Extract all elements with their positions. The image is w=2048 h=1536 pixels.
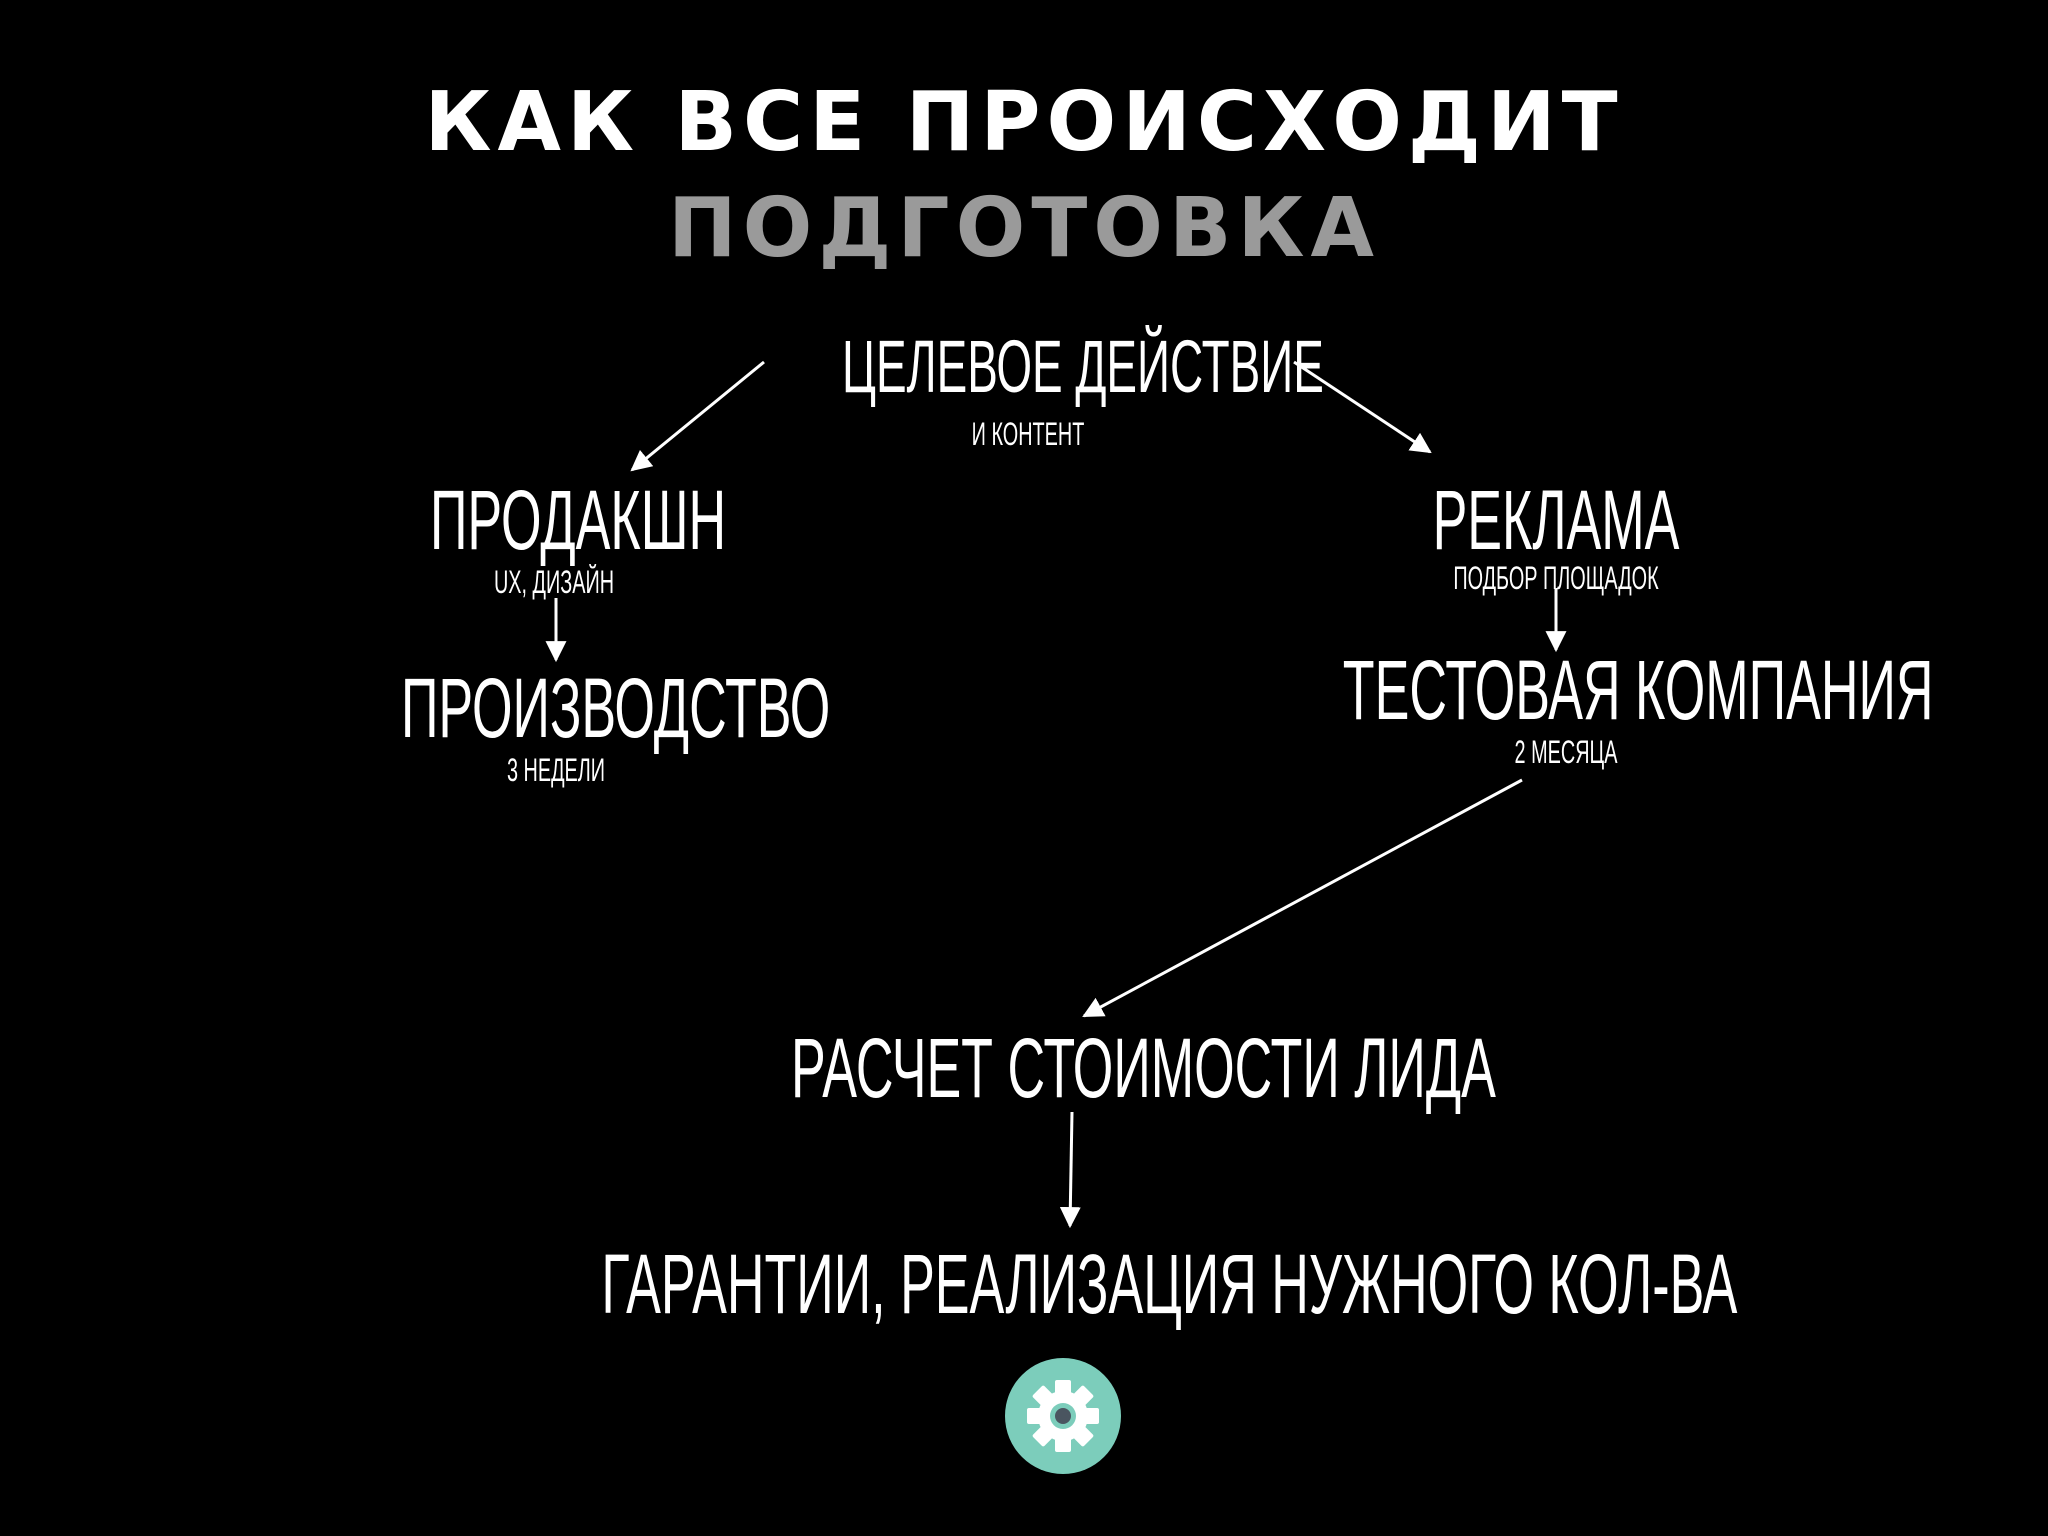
node-guarantees: ГАРАНТИИ, РЕАЛИЗАЦИЯ НУЖНОГО КОЛ-ВА (324, 1242, 1784, 1326)
node-label: РАСЧЕТ СТОИМОСТИ ЛИДА (791, 1021, 1496, 1115)
edge-lead-cost-to-guarantees (1059, 1111, 1081, 1229)
edge-target-to-production (630, 360, 765, 472)
node-label: ТЕСТОВАЯ КОМПАНИЯ (1342, 643, 1934, 737)
node-label: ЦЕЛЕВОЕ ДЕЙСТВИЕ (842, 325, 1324, 408)
node-manufacturing: ПРОИЗВОДСТВО 3 НЕДЕЛИ (306, 661, 831, 788)
edge-target-to-advertising (1293, 360, 1432, 454)
node-lead-cost: РАСЧЕТ СТОИМОСТИ ЛИДА (620, 1026, 1520, 1110)
node-target-action: ЦЕЛЕВОЕ ДЕЙСТВИЕ И КОНТЕНТ (728, 325, 1328, 452)
edge-test-campaign-to-lead-cost (1082, 778, 1523, 1018)
gear-icon (1027, 1380, 1099, 1452)
node-note: ПОДБОР ПЛОЩАДОК (1453, 560, 1659, 596)
node-label: ГАРАНТИИ, РЕАЛИЗАЦИЯ НУЖНОГО КОЛ-ВА (601, 1237, 1738, 1331)
node-note: 2 МЕСЯЦА (1514, 734, 1618, 770)
node-advertising: РЕКЛАМА ПОДБОР ПЛОЩАДОК (1356, 478, 1756, 594)
slide-subtitle: ПОДГОТОВКА (668, 181, 1380, 276)
node-test-campaign: ТЕСТОВАЯ КОМПАНИЯ 2 МЕСЯЦА (1206, 643, 1934, 770)
node-production: ПРОДАКШН UX, ДИЗАЙН (354, 478, 754, 598)
node-label: РЕКЛАМА (1432, 473, 1680, 567)
node-label: ПРОИЗВОДСТВО (401, 661, 831, 755)
slide-title: КАК ВСЕ ПРОИСХОДИТ (424, 75, 1624, 170)
node-note: 3 НЕДЕЛИ (506, 752, 606, 788)
gear-badge[interactable] (1005, 1358, 1121, 1474)
node-label: ПРОДАКШН (430, 473, 727, 567)
node-note: UX, ДИЗАЙН (493, 564, 615, 600)
node-note: И КОНТЕНТ (971, 416, 1085, 452)
